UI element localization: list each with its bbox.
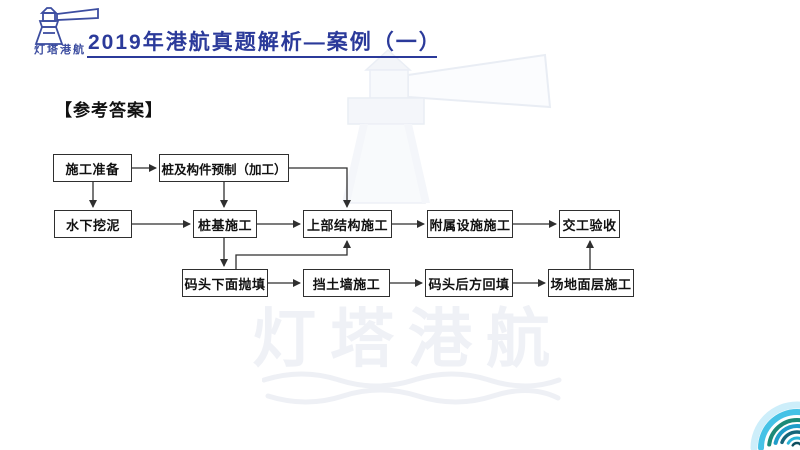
lighthouse-logo-icon xyxy=(34,7,99,45)
reference-answer-label: 【参考答案】 xyxy=(55,101,163,120)
flow-node-acceptance: 交工验收 xyxy=(559,210,620,238)
brand-watermark-text: 灯塔港航 xyxy=(252,303,564,375)
page-title: 2019年港航真题解析—案例（一） xyxy=(88,31,442,54)
flow-node-pile: 桩基施工 xyxy=(193,210,257,238)
flow-node-prefab: 桩及构件预制（加工） xyxy=(159,154,289,182)
flow-node-superstructure: 上部结构施工 xyxy=(303,210,392,238)
title-underline xyxy=(87,56,437,58)
flow-node-auxiliary: 附属设施施工 xyxy=(427,210,513,238)
flow-node-backfill: 码头后方回填 xyxy=(425,269,513,297)
flow-node-prep: 施工准备 xyxy=(53,154,132,182)
flow-node-surface: 场地面层施工 xyxy=(548,269,634,297)
flow-node-dredge: 水下挖泥 xyxy=(54,210,132,238)
swirl-logo-icon xyxy=(750,401,800,450)
flow-node-retaining: 挡土墙施工 xyxy=(303,269,390,297)
lighthouse-watermark-icon xyxy=(342,48,552,204)
flow-node-underfill: 码头下面抛填 xyxy=(182,269,268,297)
waves-watermark-icon xyxy=(262,371,562,405)
edge-underfill-superstructure xyxy=(235,240,351,269)
brand-name: 灯塔港航 xyxy=(34,44,86,56)
